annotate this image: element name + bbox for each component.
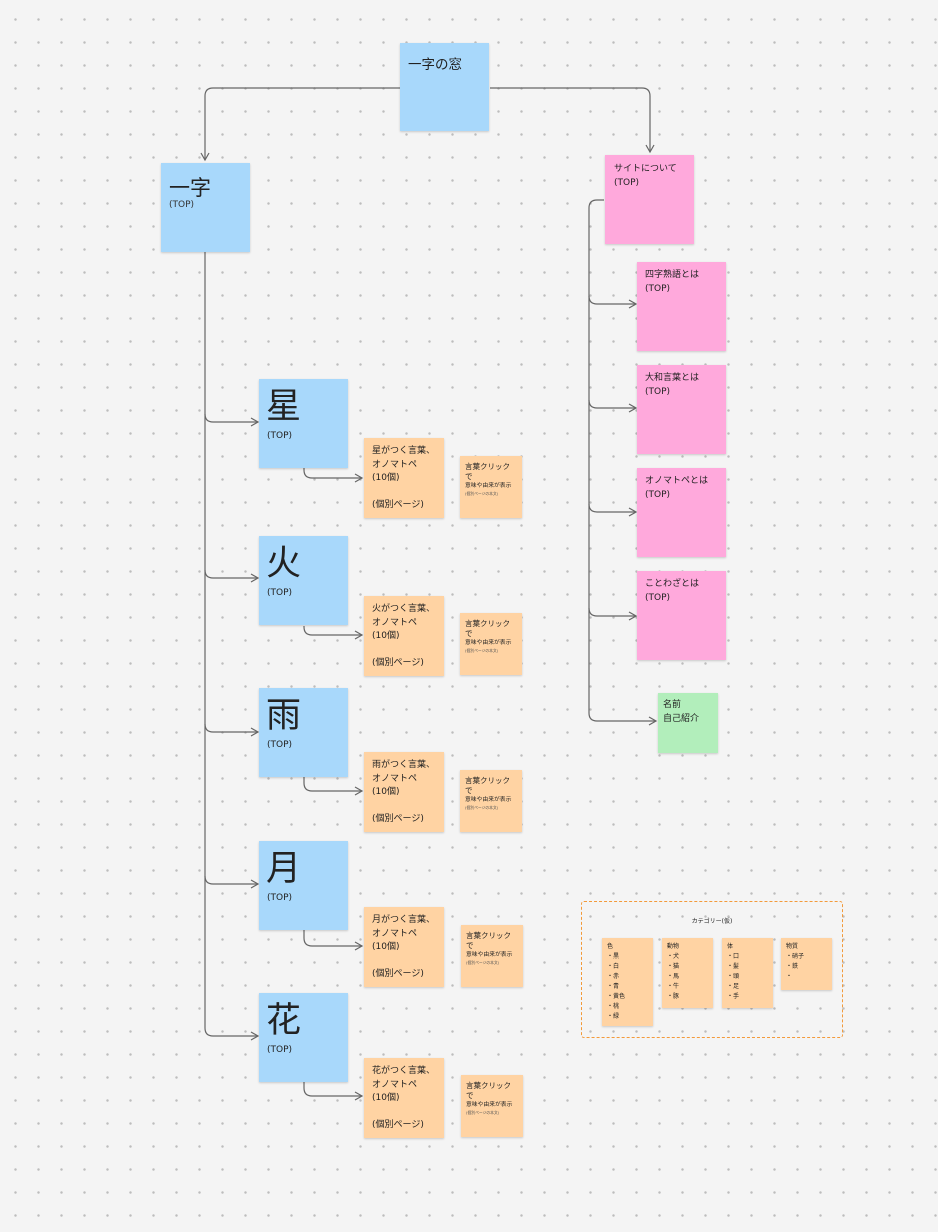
- detail-note-hoshi[interactable]: 言葉クリックで 意味や由来が表示 (個別ページの本文): [460, 456, 522, 518]
- word-list-note-tsuki[interactable]: 月がつく言葉、 オノマトペ (10個) (個別ページ): [364, 907, 444, 987]
- word-list-note-ame[interactable]: 雨がつく言葉、 オノマトペ (10個) (個別ページ): [364, 752, 444, 832]
- about-page-kotowaza[interactable]: ことわざとは (TOP): [637, 571, 726, 660]
- connector-root-about: [490, 87, 655, 154]
- kanji-char: 花: [266, 1001, 302, 1041]
- detail-line-1: 言葉クリックで: [465, 462, 510, 481]
- profile-note[interactable]: 名前 自己紹介: [658, 693, 718, 753]
- word-list-note-hi[interactable]: 火がつく言葉、 オノマトペ (10個) (個別ページ): [364, 596, 444, 676]
- kanji-top-label: (TOP): [267, 893, 293, 903]
- category-section[interactable]: カテゴリー(仮) 色 ・黒 ・白 ・赤 ・青 ・黄色 ・桃 ・緑 動物 ・犬 ・…: [581, 901, 843, 1038]
- connector-hoshi-list: [303, 468, 364, 483]
- detail-note-hana[interactable]: 言葉クリックで 意味や由来が表示 (個別ページの本文): [461, 1075, 523, 1137]
- ichiji-title: 一字: [169, 176, 211, 200]
- kanji-char: 雨: [266, 696, 302, 736]
- connector-root-ichiji: [200, 87, 400, 162]
- category-note-animal[interactable]: 動物 ・犬 ・猫 ・馬 ・牛 ・豚: [662, 938, 713, 1008]
- connector-ichiji-hi: [204, 569, 260, 583]
- detail-line-2: 意味や由来が表示: [465, 640, 512, 646]
- detail-note-hi[interactable]: 言葉クリックで 意味や由来が表示 (個別ページの本文): [460, 613, 522, 675]
- detail-line-1: 言葉クリックで: [466, 931, 511, 950]
- detail-line-3: (個別ページの本文): [466, 960, 500, 965]
- connector-about-yamato: [588, 399, 638, 413]
- connector-about-yoji: [588, 295, 638, 309]
- about-note[interactable]: サイトについて (TOP): [605, 155, 694, 244]
- connector-hana-list: [303, 1082, 364, 1101]
- kanji-char: 星: [266, 387, 302, 427]
- kanji-char: 火: [266, 544, 302, 584]
- kanji-note-ame[interactable]: 雨 (TOP): [259, 688, 348, 777]
- detail-line-1: 言葉クリックで: [466, 1081, 511, 1100]
- category-note-material[interactable]: 物質 ・硝子 ・鉄 ・: [781, 938, 832, 990]
- connector-ichiji-hoshi: [204, 413, 260, 427]
- connector-ichiji-trunk: [204, 252, 260, 1041]
- ichiji-sub: (TOP): [169, 200, 195, 210]
- detail-line-2: 意味や由来が表示: [466, 1102, 513, 1108]
- kanji-top-label: (TOP): [267, 740, 293, 750]
- word-list-note-hoshi[interactable]: 星がつく言葉、 オノマトペ (10個) (個別ページ): [364, 438, 444, 518]
- kanji-note-tsuki[interactable]: 月 (TOP): [259, 841, 348, 930]
- connector-about-kotowaza: [588, 607, 638, 621]
- kanji-top-label: (TOP): [267, 1045, 293, 1055]
- connector-hi-list: [303, 626, 364, 640]
- about-page-yojijukugo[interactable]: 四字熟語とは (TOP): [637, 262, 726, 351]
- kanji-top-label: (TOP): [267, 588, 293, 598]
- detail-line-2: 意味や由来が表示: [465, 797, 512, 803]
- detail-note-ame[interactable]: 言葉クリックで 意味や由来が表示 (個別ページの本文): [460, 770, 522, 832]
- detail-line-1: 言葉クリックで: [465, 619, 510, 638]
- connector-ichiji-tsuki: [204, 875, 260, 889]
- kanji-note-hoshi[interactable]: 星 (TOP): [259, 379, 348, 468]
- root-note[interactable]: 一字の窓: [400, 43, 489, 131]
- detail-line-3: (個別ページの本文): [465, 491, 499, 496]
- detail-line-3: (個別ページの本文): [465, 805, 499, 810]
- ichiji-note[interactable]: 一字 (TOP): [161, 163, 250, 252]
- kanji-char: 月: [266, 849, 302, 889]
- connector-tsuki-list: [303, 930, 364, 951]
- connector-ame-list: [303, 777, 364, 796]
- detail-line-2: 意味や由来が表示: [465, 483, 512, 489]
- detail-note-tsuki[interactable]: 言葉クリックで 意味や由来が表示 (個別ページの本文): [461, 925, 523, 987]
- connector-about-onomatope: [588, 503, 638, 517]
- about-page-onomatope[interactable]: オノマトペとは (TOP): [637, 468, 726, 557]
- about-page-yamato-kotoba[interactable]: 大和言葉とは (TOP): [637, 365, 726, 454]
- root-title: 一字の窓: [408, 57, 462, 73]
- detail-line-1: 言葉クリックで: [465, 776, 510, 795]
- detail-line-3: (個別ページの本文): [465, 648, 499, 653]
- category-note-color[interactable]: 色 ・黒 ・白 ・赤 ・青 ・黄色 ・桃 ・緑: [602, 938, 653, 1026]
- kanji-top-label: (TOP): [267, 431, 293, 441]
- category-title: カテゴリー(仮): [691, 918, 733, 925]
- category-note-body[interactable]: 体 ・口 ・髪 ・頭 ・足 ・手: [722, 938, 773, 1008]
- detail-line-2: 意味や由来が表示: [466, 952, 513, 958]
- word-list-note-hana[interactable]: 花がつく言葉、 オノマトペ (10個) (個別ページ): [364, 1058, 444, 1138]
- kanji-note-hana[interactable]: 花 (TOP): [259, 993, 348, 1082]
- detail-line-3: (個別ページの本文): [466, 1110, 500, 1115]
- connector-ichiji-ame: [204, 723, 260, 737]
- kanji-note-hi[interactable]: 火 (TOP): [259, 536, 348, 625]
